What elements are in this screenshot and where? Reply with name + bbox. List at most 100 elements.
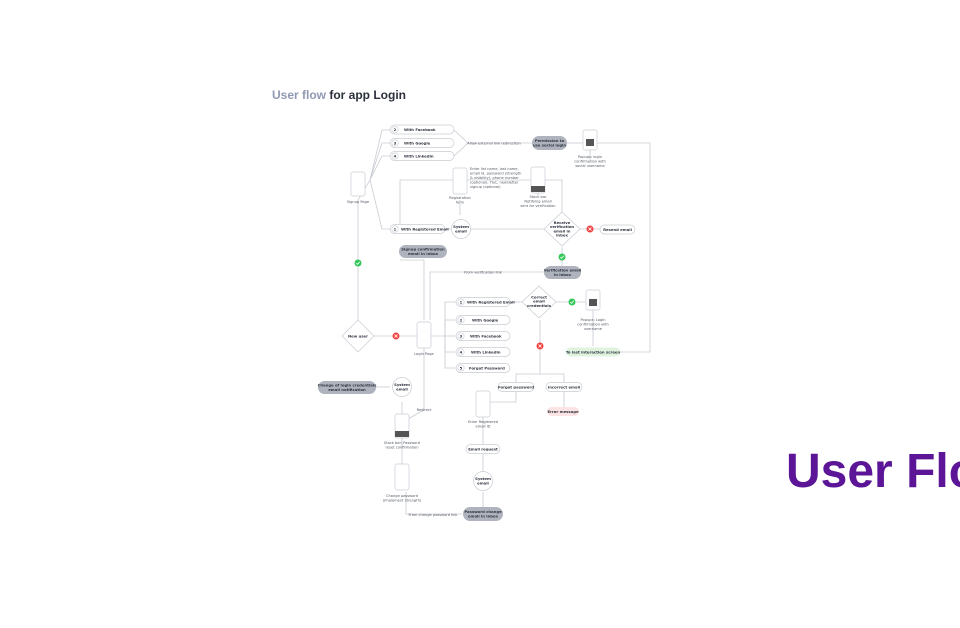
title-rest: for app Login bbox=[326, 88, 407, 102]
system-email-left-node: System email bbox=[392, 377, 412, 397]
forgot-password-pill[interactable]: Forgot password bbox=[497, 382, 535, 392]
verify-inbox-line-2: in inbox bbox=[554, 272, 572, 277]
pw-change-line-1: Password change bbox=[464, 509, 502, 514]
correct-credentials-decision: Correct email credentials bbox=[521, 285, 557, 319]
system-email-line-1: System bbox=[475, 476, 491, 481]
popup-social-dialog bbox=[586, 139, 594, 146]
popup-social-line-3: social username bbox=[575, 164, 605, 168]
stack-bar-line-1: Stack bar bbox=[529, 195, 547, 199]
registration-label-2: form bbox=[456, 201, 465, 205]
popup-login-line-3: username bbox=[584, 327, 603, 331]
login-option-label: With LinkedIn bbox=[471, 349, 501, 354]
permission-line-1: Permission to bbox=[535, 138, 565, 143]
correct-line-3: credentials bbox=[527, 303, 552, 308]
success-check-icon bbox=[558, 253, 566, 261]
to-last-label: To last interaction screen bbox=[566, 349, 621, 354]
signup-option-label: With Google bbox=[404, 140, 431, 145]
permission-pill: Permission to use social login bbox=[532, 136, 567, 150]
login-option-number: 5 bbox=[460, 365, 463, 370]
stack-pw-line-2: reset confirmation bbox=[386, 446, 419, 450]
popup-login-line-2: confirmation with bbox=[577, 323, 608, 327]
login-option-google[interactable]: 2 With Google bbox=[455, 315, 511, 325]
signup-confirm-line-2: email in inbox bbox=[408, 251, 439, 256]
system-email-reset-node: System email bbox=[473, 471, 493, 491]
change-login-pill: Change of login credentials email notifi… bbox=[318, 381, 377, 394]
from-verification-label: From verification link bbox=[464, 271, 503, 275]
form-note-3: & visibility), phone number bbox=[470, 176, 519, 180]
correct-line-1: Correct bbox=[531, 295, 547, 300]
receive-line-2: verification bbox=[550, 224, 575, 229]
verification-inbox-pill: Verification email in inbox bbox=[544, 266, 582, 279]
stack-pw-line-1: Stack bar: Password bbox=[384, 441, 420, 445]
system-email-line-1: System bbox=[394, 382, 410, 387]
form-note-2: email id, password (strength bbox=[470, 172, 521, 176]
signup-option-number: 4 bbox=[394, 153, 397, 158]
password-change-inbox-pill: Password change email in inbox bbox=[463, 507, 503, 521]
check-mark bbox=[559, 255, 565, 260]
signup-option-number: 1 bbox=[394, 226, 397, 231]
change-login-line-2: email notification bbox=[328, 387, 366, 392]
error-message-label: Error message bbox=[547, 409, 578, 414]
big-title: User Flo bbox=[786, 445, 960, 498]
enter-email-line-1: Enter Registered bbox=[468, 420, 498, 424]
incorrect-label: Incorrect email bbox=[548, 384, 580, 389]
login-page-label: Login Page bbox=[414, 352, 434, 356]
signup-option-facebook[interactable]: 2 With Facebook bbox=[389, 124, 455, 135]
success-check-icon bbox=[354, 259, 362, 267]
login-option-label: With Google bbox=[472, 317, 499, 322]
login-page-screen bbox=[416, 321, 432, 349]
login-option-forgot-password[interactable]: 5 Forgot Password bbox=[455, 363, 511, 373]
to-last-interaction-button[interactable]: To last interaction screen bbox=[566, 347, 621, 357]
new-user-label: New user bbox=[348, 334, 368, 339]
error-x-mark bbox=[394, 334, 398, 338]
receive-line-4: inbox bbox=[556, 233, 568, 238]
registration-label-1: Registration bbox=[449, 196, 471, 200]
redirect-label: Redirect bbox=[417, 408, 432, 412]
system-email-line-2: email bbox=[477, 481, 489, 486]
pw-change-line-2: email in inbox bbox=[468, 514, 499, 519]
allow-external-label: Allow external link redirection bbox=[467, 141, 521, 145]
resend-email-button[interactable]: Resend email bbox=[599, 224, 636, 235]
change-pw-line-1: Change password bbox=[386, 494, 418, 498]
resend-label: Resend email bbox=[603, 227, 632, 232]
change-pw-line-2: (Implement strength) bbox=[383, 499, 422, 503]
signup-option-label: With LinkedIn bbox=[404, 153, 434, 158]
login-option-number: 1 bbox=[460, 299, 463, 304]
error-x-mark bbox=[538, 344, 542, 348]
error-message-pill: Error message bbox=[547, 407, 579, 416]
signup-option-linkedin[interactable]: 4 With LinkedIn bbox=[389, 151, 455, 161]
signup-option-email[interactable]: 1 With Registered Email bbox=[389, 224, 449, 234]
popup-social-line-1: Popups: login bbox=[578, 155, 602, 159]
stack-bar-toast bbox=[531, 186, 545, 192]
login-option-facebook[interactable]: 3 With Facebook bbox=[455, 331, 511, 341]
system-email-line-2: email bbox=[396, 387, 408, 392]
login-option-number: 3 bbox=[460, 333, 463, 338]
from-change-password-label: From change password link bbox=[409, 513, 459, 517]
login-option-label: Forgot Password bbox=[469, 365, 505, 370]
incorrect-email-pill[interactable]: Incorrect email bbox=[545, 382, 583, 392]
signup-confirmation-pill: Signup confirmation email in inbox bbox=[399, 245, 447, 258]
signup-page-label: Signup Page bbox=[347, 200, 370, 204]
signup-option-number: 2 bbox=[394, 127, 397, 132]
verify-inbox-line-1: Verification email bbox=[544, 268, 582, 273]
signup-confirm-line-1: Signup confirmation bbox=[401, 247, 445, 252]
form-note-1: Enter list name, last name, bbox=[470, 167, 519, 171]
error-x-mark bbox=[588, 227, 592, 231]
form-note-5: signup (optional) bbox=[470, 185, 501, 189]
signup-option-google[interactable]: 3 With Google bbox=[389, 138, 455, 148]
login-option-email[interactable]: 1 With Registered Email bbox=[455, 297, 515, 307]
login-option-number: 2 bbox=[460, 317, 463, 322]
success-check-icon bbox=[568, 298, 576, 306]
system-email-node: System email bbox=[451, 219, 471, 239]
enter-email-line-2: email ID bbox=[476, 425, 491, 429]
email-request-label: Email request bbox=[468, 446, 498, 451]
email-request-pill[interactable]: Email request bbox=[465, 444, 501, 454]
popup-login-line-1: Popups: Login bbox=[581, 318, 606, 322]
login-option-label: With Facebook bbox=[470, 333, 502, 338]
receive-line-3: email in bbox=[553, 228, 570, 233]
form-note-4: (optional), T&C, newsletter bbox=[470, 181, 519, 185]
receive-verification-decision: Receive verification email in inbox bbox=[543, 211, 581, 247]
login-option-linkedin[interactable]: 4 With LinkedIn bbox=[455, 347, 511, 357]
signup-option-number: 3 bbox=[394, 140, 397, 145]
